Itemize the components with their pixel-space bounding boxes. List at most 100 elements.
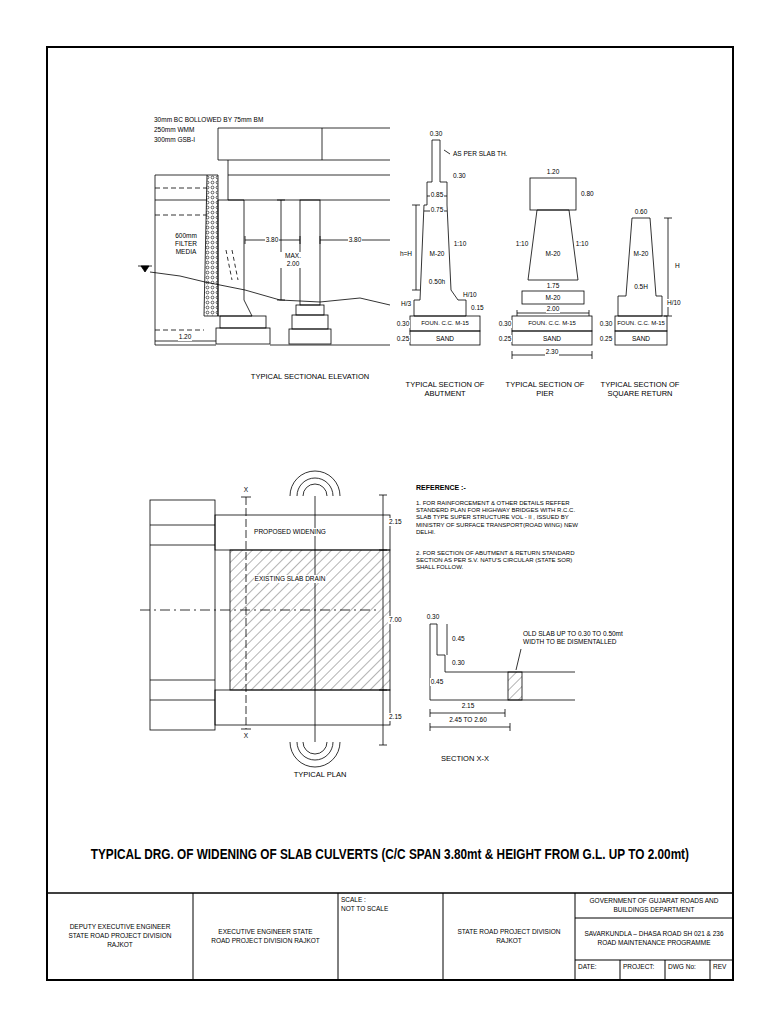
typical-plan-line — [303, 484, 327, 496]
return-section — [615, 218, 672, 345]
sectional-elevation-line — [245, 236, 246, 244]
typical-plan-line — [297, 478, 333, 496]
sectional-elevation-line — [216, 328, 270, 344]
sheet-frame-line — [575, 893, 576, 980]
drawing-label: SECTION X-X — [440, 754, 490, 763]
drawing-label: X — [243, 732, 249, 740]
sectional-elevation — [138, 128, 390, 345]
typical-plan-line — [150, 700, 215, 701]
sheet-frame — [47, 47, 733, 980]
sectional-elevation-line — [155, 215, 207, 216]
abutment-section-line — [444, 150, 450, 154]
drawing-label: 0.45 — [430, 678, 445, 686]
sheet-frame-line — [710, 960, 711, 980]
drawing-label: 1:10 — [515, 240, 530, 248]
typical-plan-line — [303, 742, 327, 754]
drawing-label: 0.5H — [633, 283, 649, 291]
note-heading: REFERENCE :- — [415, 484, 467, 492]
sectional-elevation-line — [155, 188, 207, 189]
cell-text: STATE ROAD PROJECT DIVISION RAJKOT — [454, 928, 564, 946]
drawing-label: FOUN. C.C. M-15 — [616, 320, 666, 327]
drawing-label: 2.15 — [388, 518, 403, 526]
title-block-cell: REV — [710, 960, 733, 980]
cell-text: SCALE : — [341, 896, 366, 905]
drawing-label: 300mm GSB-I — [153, 136, 196, 144]
drawing-label: 3.80 — [265, 236, 280, 244]
drawing-label: 0.45 — [451, 635, 466, 643]
drawing-label: 0.30 — [396, 320, 411, 328]
typical-plan-line — [230, 550, 390, 690]
drawing-label: H/10 — [462, 291, 478, 299]
abutment-section-line — [410, 331, 480, 345]
drawing-label: M-20 — [429, 250, 446, 258]
drawing-label: 0.85 — [430, 191, 445, 199]
return-section-line — [615, 316, 667, 331]
sectional-elevation-line — [218, 200, 252, 316]
drawing-label: 2.15 — [461, 702, 476, 710]
drawing-label: 1.75 — [546, 282, 561, 290]
drawing-label: 0.50h — [428, 278, 446, 286]
drawing-label: AS PER SLAB TH. — [452, 150, 508, 158]
section-x-x-line — [430, 723, 431, 731]
section-x-x-line — [510, 723, 511, 731]
sectional-elevation-line — [322, 128, 323, 160]
drawing-label: H/10 — [666, 299, 682, 307]
drawing-label: M-20 — [545, 250, 562, 258]
drawing-label: 0.80 — [580, 190, 595, 198]
sectional-elevation-line — [138, 266, 152, 267]
typical-plan-line — [290, 471, 340, 496]
title-block-cell: DATE: — [575, 960, 620, 980]
abutment-section-line — [412, 205, 420, 206]
typical-plan-line — [246, 497, 247, 729]
section-x-x-line — [430, 727, 510, 728]
drawing-label: SAND — [435, 335, 455, 343]
pier-section — [512, 178, 592, 359]
sectional-elevation-line — [277, 200, 285, 201]
sheet-frame-line — [665, 960, 666, 980]
typical-plan-line — [290, 742, 340, 767]
drawing-label: 0.25 — [396, 335, 411, 343]
drawing-label: MAX. 2.00 — [280, 252, 306, 268]
drawing-label: 0.30 — [599, 320, 614, 328]
sectional-elevation-line — [228, 175, 390, 176]
sectional-elevation-line — [270, 345, 390, 346]
drawing-label: 0.25 — [498, 335, 513, 343]
title-block-cell: GOVERNMENT OF GUJARAT ROADS AND BUILDING… — [575, 893, 733, 918]
drawing-label: 0.30 — [498, 320, 513, 328]
drawing-label: M-20 — [633, 250, 650, 258]
drawing-label: 600mm FILTER MEDIA — [169, 232, 203, 255]
abutment-section-line — [416, 205, 417, 290]
typical-plan-line — [383, 495, 384, 745]
section-x-x-line — [505, 709, 506, 717]
title-block-cell: SAVARKUNDLA – DHASA ROAD SH 021 & 236 RO… — [575, 918, 733, 960]
typical-plan-line — [379, 745, 387, 746]
cell-text: DEPUTY EXECUTIVE ENGINEER STATE ROAD PRO… — [64, 923, 176, 949]
abutment-section-line — [414, 140, 466, 316]
sheet-frame-line — [338, 893, 339, 980]
drawing-label: 2.15 — [388, 713, 403, 721]
drawing-label: 30mm BC BOLLOWED BY 75mm BM — [153, 116, 264, 124]
sheet-frame-line — [47, 892, 733, 894]
sectional-elevation-line — [155, 175, 207, 176]
return-section-line — [615, 331, 667, 345]
cell-text: DATE: — [578, 963, 597, 972]
sectional-elevation-line — [155, 330, 204, 331]
title-block-cell: SCALE :NOT TO SCALE — [338, 893, 443, 980]
sectional-elevation-line — [277, 300, 285, 301]
drawing-label: TYPICAL SECTIONAL ELEVATION — [250, 372, 370, 381]
drawing-label: h=H — [399, 250, 413, 258]
typical-plan-line — [150, 545, 215, 546]
return-section-line — [664, 218, 672, 219]
drawing-label: M-20 — [545, 294, 562, 302]
cell-text: PROJECT: — [623, 963, 654, 972]
sectional-elevation-line — [150, 272, 390, 305]
title-block-cell: PROJECT: — [620, 960, 665, 980]
reference-note: 1. FOR RAINFORCEMENT & OTHER DETAILS REF… — [415, 500, 592, 536]
sectional-elevation-line — [218, 128, 219, 160]
cell-text: DWG No: — [668, 963, 696, 972]
sectional-elevation-line — [155, 200, 207, 201]
abutment-section-line — [412, 290, 420, 291]
sheet-frame-line — [575, 960, 733, 961]
sectional-elevation-line — [320, 236, 321, 244]
sheet-frame-line — [620, 960, 621, 980]
